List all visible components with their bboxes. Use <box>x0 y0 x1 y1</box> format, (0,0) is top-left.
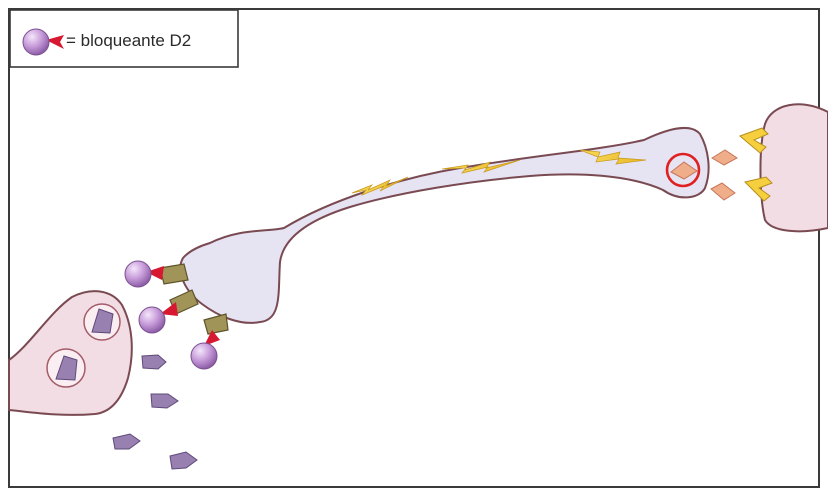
target-cell <box>760 104 828 231</box>
vesicle <box>84 304 120 340</box>
vesicle <box>47 349 85 387</box>
legend-label: = bloqueante D2 <box>66 31 191 51</box>
figure-border <box>9 9 819 487</box>
